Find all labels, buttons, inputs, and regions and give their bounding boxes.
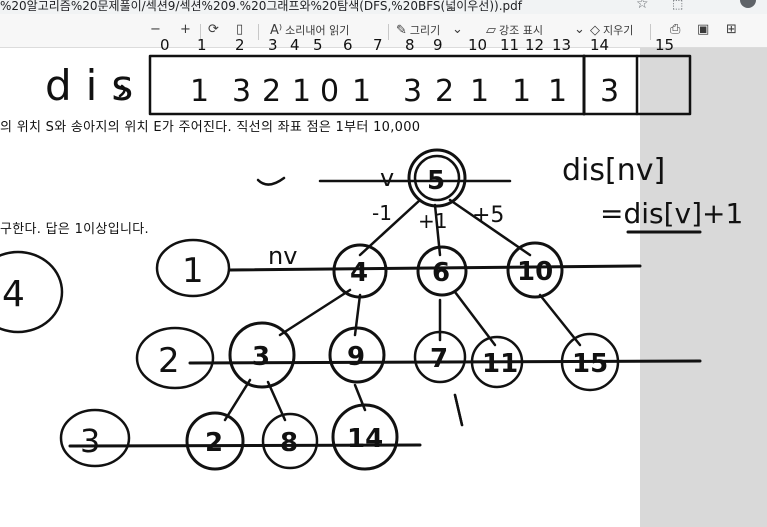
print-icon: ⎙ bbox=[670, 22, 681, 37]
draw-label: 그리기 bbox=[409, 24, 441, 37]
draw-dropdown[interactable]: ⌄ bbox=[452, 22, 463, 37]
document-text-line: 구한다. 답은 1이상입니다. bbox=[0, 222, 149, 237]
print-button[interactable]: ⎙ bbox=[670, 22, 680, 37]
pdf-toolbar: − + ⟳ ▯ A⁾ 소리내어 읽기 ✎ 그리기 ⌄ ▱ 강조 표시 ⌄ ◇ 지… bbox=[0, 14, 767, 48]
rotate-button[interactable]: ⟳ bbox=[208, 22, 219, 37]
erase-label: 지우기 bbox=[603, 24, 634, 37]
page-gutter bbox=[640, 48, 767, 527]
fit-page-icon: ▯ bbox=[236, 22, 244, 37]
save-icon: ▣ bbox=[697, 22, 710, 37]
highlighter-icon: ▱ bbox=[486, 22, 496, 38]
fit-page-button[interactable]: ▯ bbox=[236, 22, 243, 37]
pen-icon: ✎ bbox=[396, 22, 407, 38]
bookmark-star-icon[interactable]: ☆ bbox=[636, 0, 649, 12]
url-text[interactable]: %20알고리즘%20문제풀이/섹션9/섹션%209.%20그래프와%20탐색(D… bbox=[0, 0, 522, 13]
toolbar-divider bbox=[388, 24, 389, 40]
draw-button[interactable]: ✎ 그리기 bbox=[396, 22, 440, 38]
highlight-label: 강조 표시 bbox=[499, 24, 543, 37]
zoom-in-button[interactable]: + bbox=[180, 22, 191, 37]
erase-button[interactable]: ◇ 지우기 bbox=[590, 22, 633, 38]
chevron-down-icon: ⌄ bbox=[452, 22, 463, 37]
extensions-icon[interactable]: ⬚ bbox=[672, 0, 684, 11]
eraser-icon: ◇ bbox=[590, 22, 600, 38]
chevron-down-icon: ⌄ bbox=[574, 22, 585, 37]
address-bar[interactable]: %20알고리즘%20문제풀이/섹션9/섹션%209.%20그래프와%20탐색(D… bbox=[0, 0, 767, 14]
zoom-out-button[interactable]: − bbox=[150, 22, 161, 37]
toolbar-divider bbox=[258, 24, 259, 40]
pdf-page: 의 위치 S와 송아지의 위치 E가 주어진다. 직선의 좌표 점은 1부터 1… bbox=[0, 48, 640, 527]
save-button[interactable]: ▣ bbox=[697, 22, 709, 37]
read-aloud-button[interactable]: A⁾ 소리내어 읽기 bbox=[270, 22, 349, 38]
pin-button[interactable]: ⊞ bbox=[726, 22, 737, 37]
zoom-out-icon: − bbox=[150, 22, 161, 37]
toolbar-divider bbox=[650, 24, 651, 40]
pin-icon: ⊞ bbox=[726, 22, 737, 37]
highlight-dropdown[interactable]: ⌄ bbox=[574, 22, 585, 37]
read-aloud-label: 소리내어 읽기 bbox=[285, 24, 350, 37]
rotate-icon: ⟳ bbox=[208, 22, 219, 37]
document-text-line: 의 위치 S와 송아지의 위치 E가 주어진다. 직선의 좌표 점은 1부터 1… bbox=[0, 120, 421, 135]
profile-avatar[interactable] bbox=[740, 0, 756, 8]
highlight-button[interactable]: ▱ 강조 표시 bbox=[486, 22, 543, 38]
zoom-in-icon: + bbox=[180, 22, 191, 37]
read-aloud-icon: A⁾ bbox=[270, 22, 283, 38]
toolbar-divider bbox=[200, 24, 201, 40]
